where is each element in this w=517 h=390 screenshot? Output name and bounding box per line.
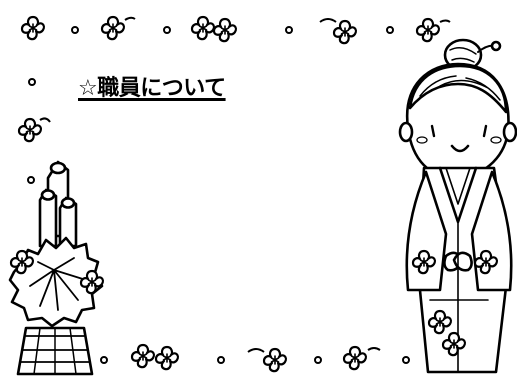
border-branch-icon: [367, 347, 381, 351]
border-dot-icon: [386, 26, 394, 34]
page-heading: ☆職員について: [78, 76, 226, 101]
kimono-girl-bowing-icon: [398, 38, 517, 374]
border-flower-icon: [342, 345, 368, 371]
border-dot-icon: [71, 26, 79, 34]
border-branch-icon: [439, 19, 451, 23]
border-dot-icon: [100, 356, 108, 364]
border-branch-icon: [319, 18, 337, 23]
border-flower-icon: [332, 19, 358, 45]
border-dot-icon: [163, 26, 171, 34]
border-flower-icon: [154, 345, 180, 371]
border-dot-icon: [285, 26, 293, 34]
border-flower-icon: [100, 15, 126, 41]
border-flower-icon: [130, 343, 156, 369]
border-dot-icon: [217, 356, 225, 364]
border-flower-icon: [415, 17, 441, 43]
border-dot-icon: [314, 356, 322, 364]
border-flower-icon: [17, 117, 43, 143]
border-branch-icon: [39, 117, 51, 123]
border-dot-icon: [27, 176, 35, 184]
border-dot-icon: [28, 78, 36, 86]
border-flower-icon: [212, 17, 238, 43]
border-dot-icon: [402, 356, 410, 364]
border-flower-icon: [262, 347, 288, 373]
border-branch-icon: [124, 16, 136, 21]
border-flower-icon: [20, 15, 46, 41]
border-branch-icon: [247, 348, 265, 353]
border-flower-icon: [190, 15, 216, 41]
